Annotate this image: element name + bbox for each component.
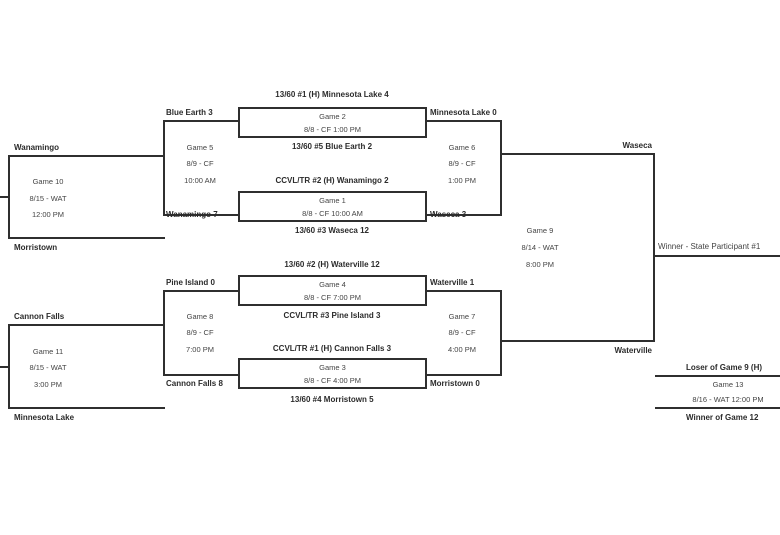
team-label: Cannon Falls — [14, 312, 65, 321]
game-title: Game 5 — [186, 143, 214, 152]
game-4-box: Game 4 8/8 - CF 7:00 PM — [238, 275, 427, 306]
game-3-box: Game 3 8/8 - CF 4:00 PM — [238, 358, 427, 389]
bracket-line — [500, 290, 502, 375]
game-time: 8:00 PM — [526, 260, 554, 269]
team-label: Minnesota Lake 0 — [430, 108, 497, 117]
bracket-line — [500, 340, 655, 342]
bracket-line — [500, 153, 655, 155]
bracket-line — [653, 153, 655, 342]
bracket-line — [163, 374, 240, 376]
game-info: 8/8 - CF 10:00 AM — [302, 209, 363, 218]
team-label: Minnesota Lake — [14, 413, 75, 422]
seed-label: 13/60 #3 Waseca 12 — [295, 226, 369, 235]
bracket-line — [8, 155, 165, 157]
seed-label: CCVL/TR #3 Pine Island 3 — [283, 311, 381, 320]
game-title: Game 9 — [526, 226, 554, 235]
bracket-line — [163, 290, 240, 292]
bracket-line — [0, 366, 10, 368]
seed-label: CCVL/TR #2 (H) Wanamingo 2 — [275, 176, 389, 185]
bracket-line — [8, 237, 165, 239]
game-info: 8/8 - CF 7:00 PM — [303, 293, 362, 302]
team-label: Winner of Game 12 — [686, 413, 759, 422]
team-label: Morristown 0 — [430, 379, 480, 388]
game-info: 8/8 - CF 1:00 PM — [303, 125, 362, 134]
team-label: Pine Island 0 — [166, 278, 215, 287]
winner-label: Winner - State Participant #1 — [658, 242, 761, 251]
bracket-line — [425, 374, 502, 376]
seed-label: 13/60 #5 Blue Earth 2 — [291, 142, 373, 151]
team-label: Waterville 1 — [430, 278, 475, 287]
game-info: 8/16 - WAT 12:00 PM — [692, 395, 764, 404]
team-label: Waseca 3 — [430, 210, 467, 219]
team-label: Cannon Falls 8 — [166, 379, 223, 388]
team-label: Morristown — [14, 243, 58, 252]
game-title: Game 2 — [319, 112, 346, 121]
game-title: Game 10 — [32, 177, 64, 186]
game-time: 1:00 PM — [448, 176, 476, 185]
bracket-line — [8, 407, 165, 409]
team-label: Waseca — [622, 141, 653, 150]
bracket-line — [655, 407, 780, 409]
game-title: Game 13 — [712, 380, 744, 389]
game-date: 8/9 - CF — [186, 159, 214, 168]
team-label: Blue Earth 3 — [166, 108, 213, 117]
seed-label: 13/60 #4 Morristown 5 — [290, 395, 374, 404]
game-time: 12:00 PM — [31, 210, 65, 219]
bracket-line — [163, 214, 240, 216]
bracket-line — [500, 120, 502, 216]
game-title: Game 1 — [319, 196, 346, 205]
bracket-line — [8, 324, 165, 326]
team-label: Loser of Game 9 (H) — [686, 363, 763, 372]
game-title: Game 11 — [32, 347, 64, 356]
game-date: 8/9 - CF — [186, 328, 214, 337]
game-title: Game 3 — [319, 363, 346, 372]
team-label: Waterville — [614, 346, 653, 355]
game-time: 10:00 AM — [184, 176, 216, 185]
game-date: 8/14 - WAT — [521, 243, 559, 252]
seed-label: 13/60 #1 (H) Minnesota Lake 4 — [275, 90, 389, 99]
game-2-box: Game 2 8/8 - CF 1:00 PM — [238, 107, 427, 138]
bracket-line — [653, 255, 780, 257]
seed-label: CCVL/TR #1 (H) Cannon Falls 3 — [272, 344, 392, 353]
seed-label: 13/60 #2 (H) Waterville 12 — [284, 260, 380, 269]
game-time: 4:00 PM — [448, 345, 476, 354]
bracket-line — [655, 375, 780, 377]
bracket-line — [163, 290, 165, 375]
game-date: 8/9 - CF — [448, 159, 476, 168]
game-1-box: Game 1 8/8 - CF 10:00 AM — [238, 191, 427, 222]
game-info: 8/8 - CF 4:00 PM — [303, 376, 362, 385]
game-title: Game 8 — [186, 312, 214, 321]
game-date: 8/15 - WAT — [29, 363, 67, 372]
bracket-line — [163, 120, 165, 215]
game-title: Game 4 — [319, 280, 346, 289]
bracket-line — [425, 214, 502, 216]
game-title: Game 6 — [448, 143, 476, 152]
game-date: 8/15 - WAT — [29, 194, 67, 203]
team-label: Wanamingo 7 — [166, 210, 218, 219]
game-title: Game 7 — [448, 312, 476, 321]
bracket-line — [425, 120, 502, 122]
bracket-line — [0, 196, 10, 198]
team-label: Wanamingo — [14, 143, 60, 152]
game-time: 7:00 PM — [186, 345, 214, 354]
game-date: 8/9 - CF — [448, 328, 476, 337]
bracket-line — [163, 120, 240, 122]
game-time: 3:00 PM — [34, 380, 62, 389]
bracket-line — [425, 290, 502, 292]
